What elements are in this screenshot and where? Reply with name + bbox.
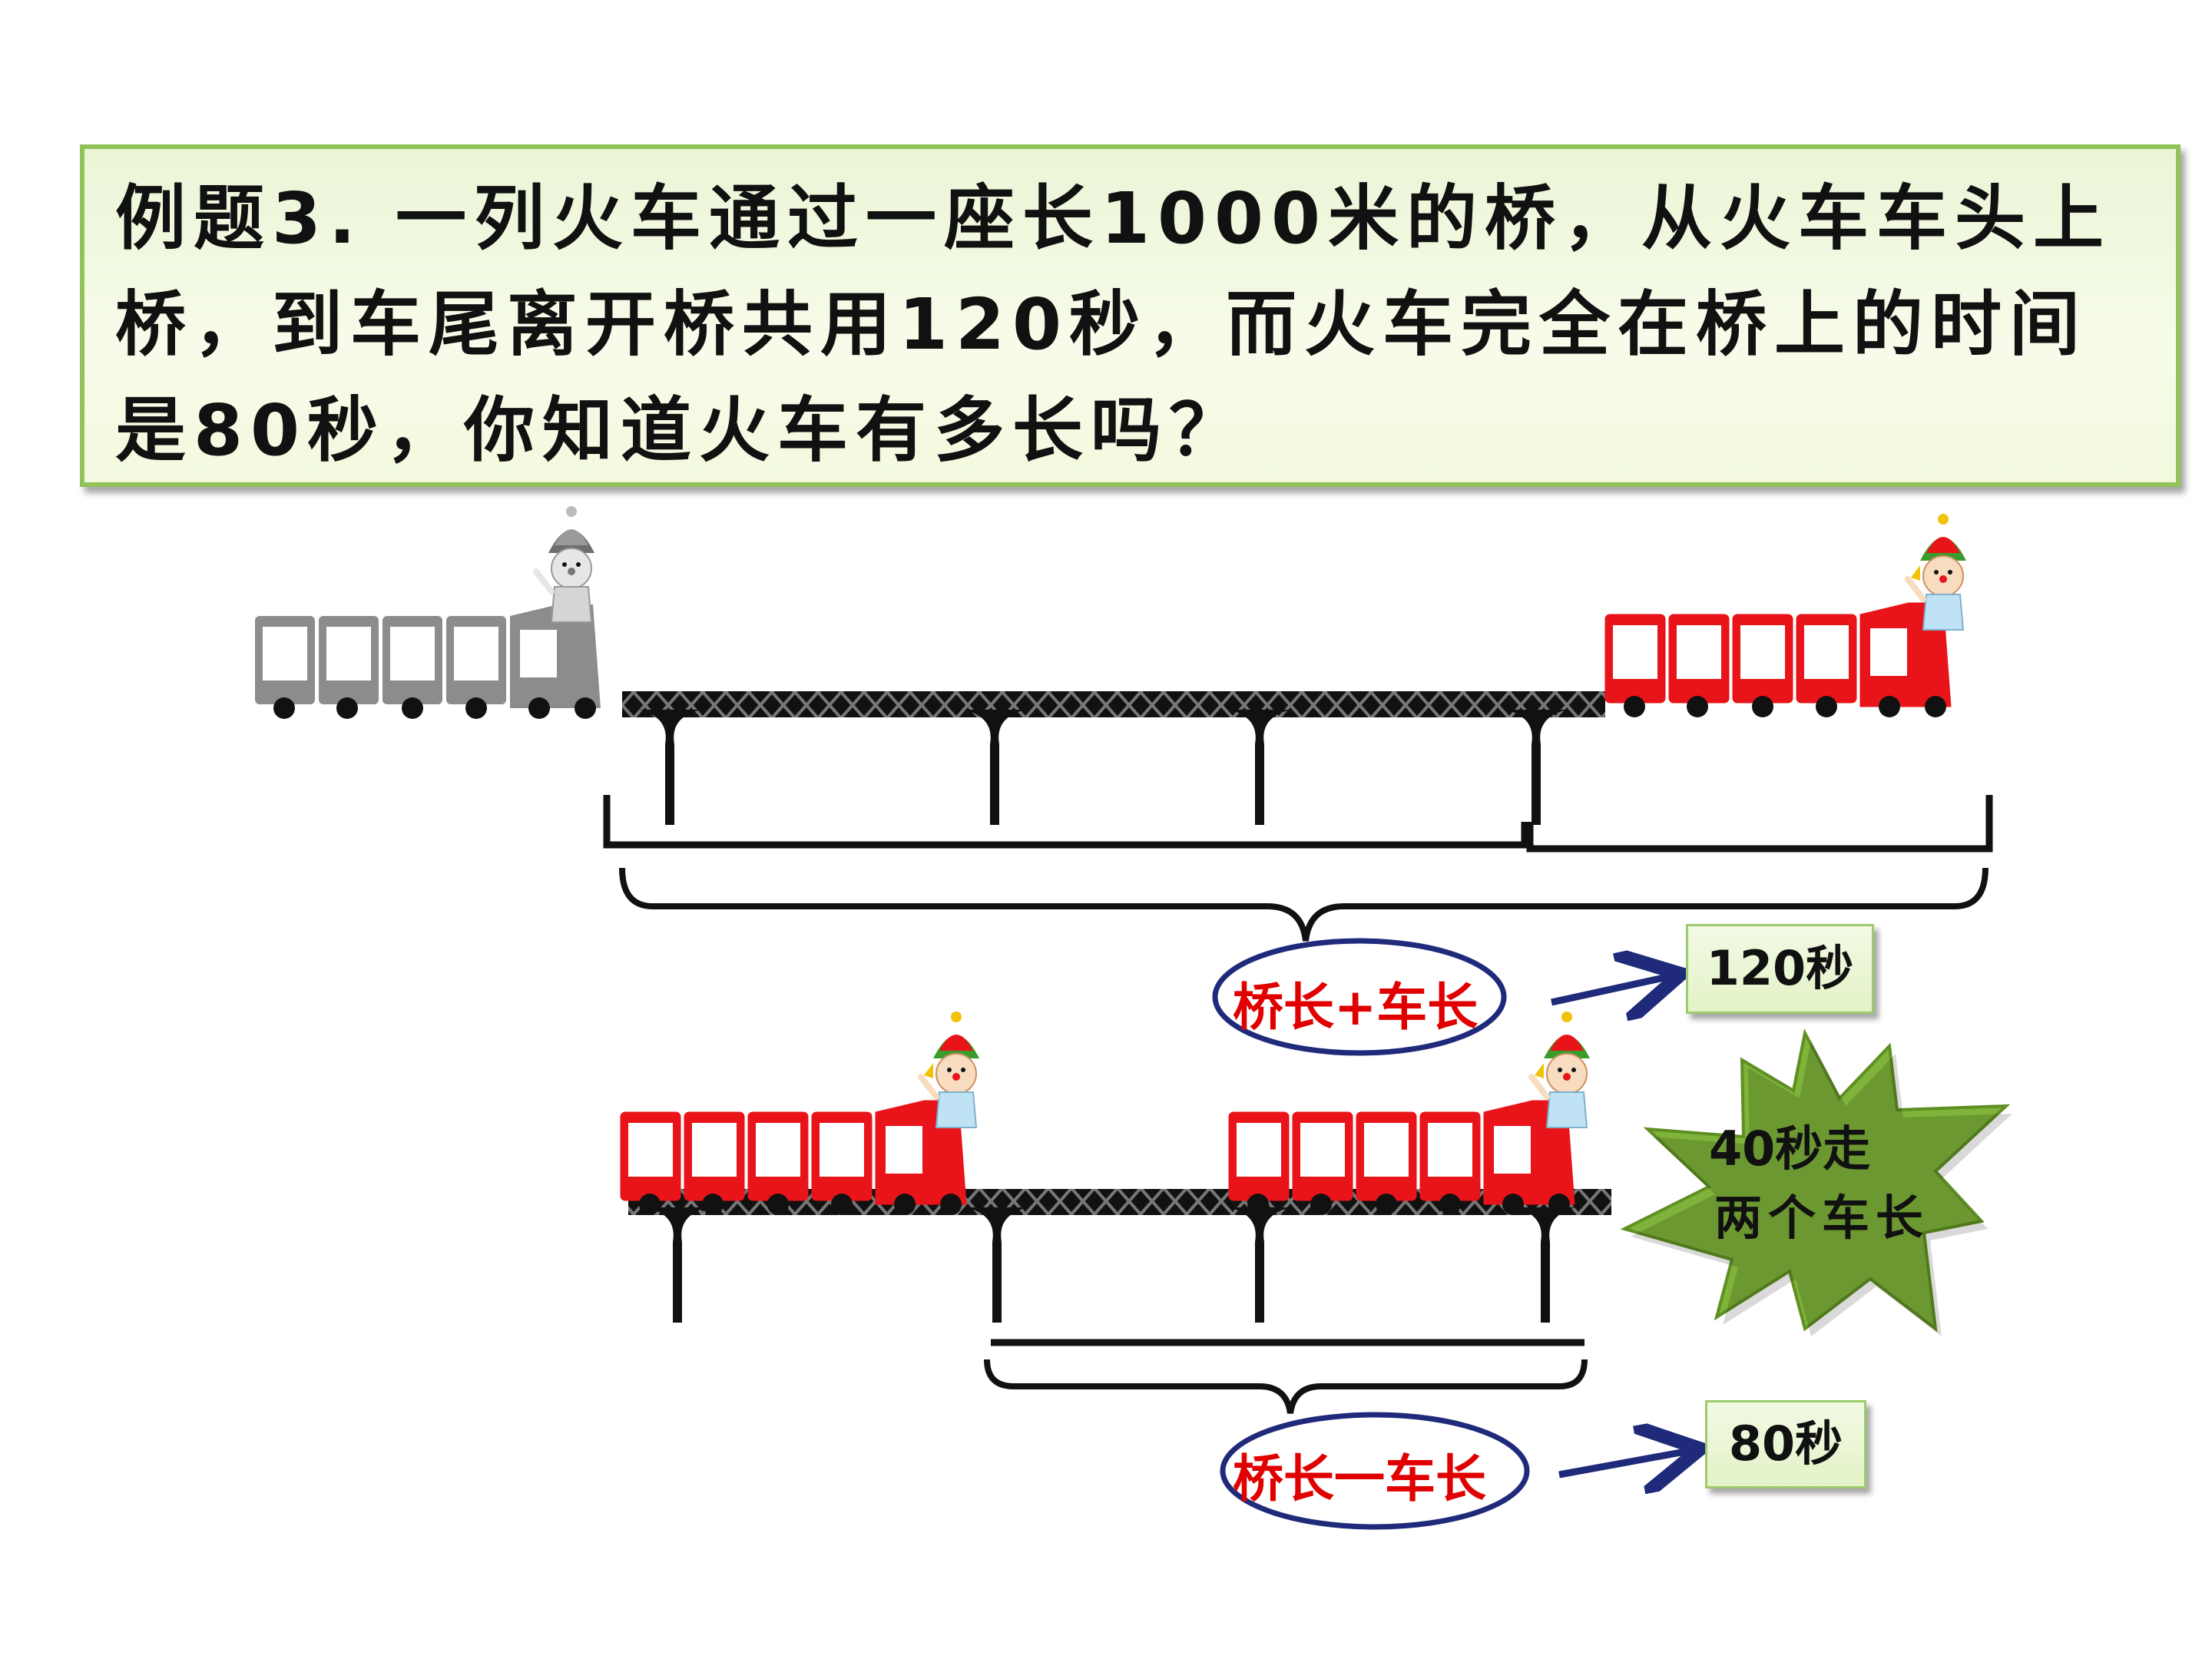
starburst-icon xyxy=(1620,1028,2012,1336)
arrow-to-80 xyxy=(1558,1450,1694,1475)
time-inside-tag: 80秒 xyxy=(1705,1400,1866,1488)
problem-box: 例题3. 一列火车通过一座长1000米的桥，从火车车头上桥，到车尾离开桥共用12… xyxy=(80,144,2181,487)
brace-bridge-minus-train xyxy=(984,1359,1588,1414)
burst-text-line1: 40秒走 xyxy=(1709,1121,1871,1177)
clown-driver-icon xyxy=(536,506,594,622)
arrow-to-120 xyxy=(1551,975,1674,1002)
label-bridge-plus-train: 桥长+车长 xyxy=(1233,978,1479,1037)
train-red-leaving xyxy=(1604,514,1966,718)
train-red-entering xyxy=(620,1012,979,1216)
burst-text-line2: 两个车长 xyxy=(1714,1190,1930,1246)
problem-text: 例题3. 一列火车通过一座长1000米的桥，从火车车头上桥，到车尾离开桥共用12… xyxy=(115,177,2112,472)
train-gray-entering xyxy=(255,506,601,719)
oval-bridge-plus-train xyxy=(1212,938,1507,1056)
bracket-bridge-length xyxy=(603,795,1993,853)
oval-bridge-minus-train xyxy=(1220,1412,1530,1530)
label-bridge-minus-train: 桥长一车长 xyxy=(1233,1449,1486,1508)
brace-bridge-plus-train xyxy=(619,867,1988,942)
time-total-tag: 120秒 xyxy=(1686,924,1874,1014)
truss-bridge-icon xyxy=(622,691,1605,825)
